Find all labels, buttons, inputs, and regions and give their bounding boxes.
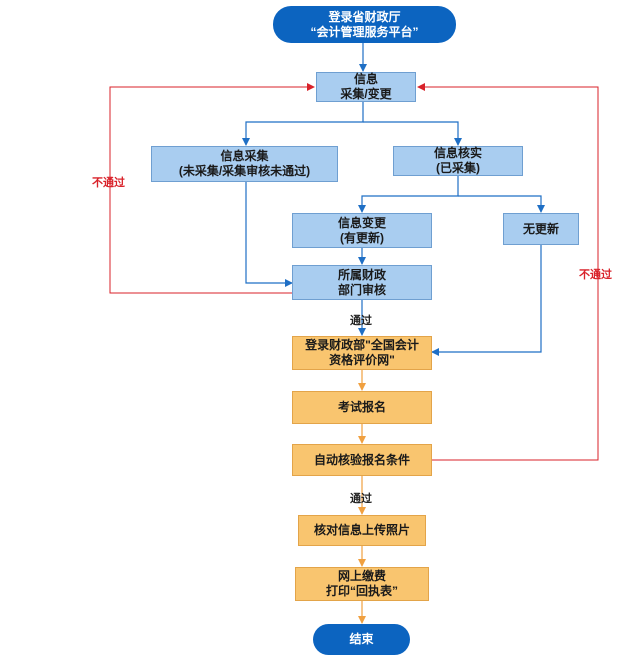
auto-verify-conditions-node: 自动核验报名条件 [292, 444, 432, 476]
edge-split-to-no-update [458, 195, 545, 213]
edge-collect-to-review [245, 182, 293, 287]
pass-label-2: 通过 [350, 493, 372, 505]
start-node: 登录省财政厅 “会计管理服务平台” [273, 6, 456, 43]
end-node: 结束 [313, 624, 410, 655]
edge-review-fail-loop [109, 83, 315, 294]
info-collection-node: 信息采集 (未采集/采集审核未通过) [151, 146, 338, 182]
info-verify-node: 信息核实 (已采集) [393, 146, 523, 176]
info-change-node: 信息变更 (有更新) [292, 213, 432, 248]
department-review-node: 所属财政 部门审核 [292, 265, 432, 300]
edge-split-to-verify [363, 121, 462, 146]
national-site-login-node: 登录财政部"全国会计 资格评价网" [292, 336, 432, 370]
no-update-node: 无更新 [503, 213, 579, 245]
edge-info-to-split [242, 102, 364, 146]
info-collect-change-node: 信息 采集/变更 [316, 72, 416, 102]
fail-label-left: 不通过 [92, 177, 125, 189]
online-payment-print-node: 网上缴费 打印“回执表” [295, 567, 429, 601]
edge-verify-to-split [358, 176, 459, 213]
check-info-upload-photo-node: 核对信息上传照片 [298, 515, 426, 546]
fail-label-right: 不通过 [579, 269, 612, 281]
edge-no-update-to-national [431, 245, 542, 356]
exam-registration-node: 考试报名 [292, 391, 432, 424]
pass-label-1: 通过 [350, 315, 372, 327]
edge-check-fail-loop [417, 83, 599, 461]
